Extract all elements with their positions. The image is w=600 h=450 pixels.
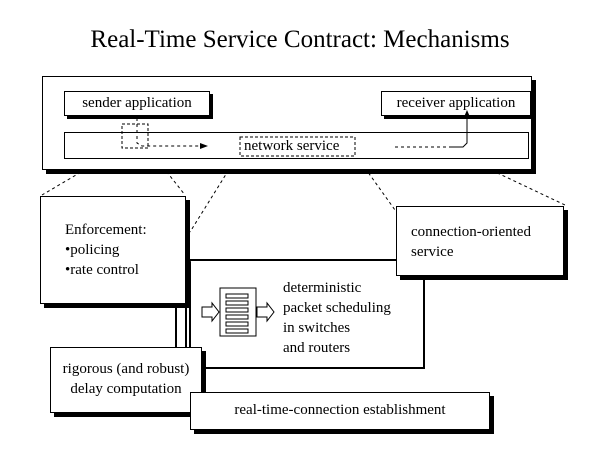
enforcement-heading: Enforcement: bbox=[65, 222, 147, 238]
zoom-line-right-1 bbox=[364, 167, 396, 211]
enforcement-box: Enforcement: •policing •rate control bbox=[40, 196, 186, 304]
network-service-dashed-box bbox=[239, 136, 356, 157]
zoom-line-left-2 bbox=[147, 147, 186, 196]
receiver-application-box: receiver application bbox=[381, 91, 531, 116]
enforcement-item-rate-control: •rate control bbox=[65, 262, 139, 278]
sender-flow-line bbox=[136, 118, 200, 147]
scheduling-frame-rect bbox=[185, 259, 425, 369]
sender-application-box: sender application bbox=[64, 91, 210, 116]
enforcement-item-policing: •policing bbox=[65, 242, 120, 258]
queue-out-arrow bbox=[256, 301, 275, 323]
sender-arrowhead bbox=[200, 143, 208, 149]
connection-oriented-line-1: connection-oriented bbox=[411, 224, 531, 240]
diagram-title: Real-Time Service Contract: Mechanisms bbox=[90, 26, 510, 53]
scheduling-line-4: and routers bbox=[283, 340, 351, 356]
scheduling-line-1: deterministic bbox=[283, 280, 362, 296]
scheduling-line-3: in switches bbox=[283, 320, 351, 336]
connection-establishment-box: real-time-connection establishment bbox=[190, 392, 490, 430]
receiver-arrowhead bbox=[464, 110, 470, 117]
delay-computation-line-1: rigorous (and robust) bbox=[62, 361, 190, 377]
scheduling-line-2: packet scheduling bbox=[283, 300, 391, 316]
delay-computation-box: rigorous (and robust) delay computation bbox=[50, 347, 202, 413]
receiver-flow-line bbox=[450, 116, 468, 148]
sender-application-label: sender application bbox=[82, 95, 192, 111]
receiver-application-label: receiver application bbox=[396, 95, 516, 111]
connection-oriented-box: connection-oriented service bbox=[396, 206, 564, 276]
sender-tap-box bbox=[121, 123, 149, 149]
connection-oriented-line-2: service bbox=[411, 244, 454, 260]
delay-computation-line-2: delay computation bbox=[70, 381, 182, 397]
queue-in-arrow bbox=[201, 301, 220, 323]
network-service-label: network service bbox=[244, 138, 340, 154]
connection-establishment-label: real-time-connection establishment bbox=[234, 402, 446, 418]
